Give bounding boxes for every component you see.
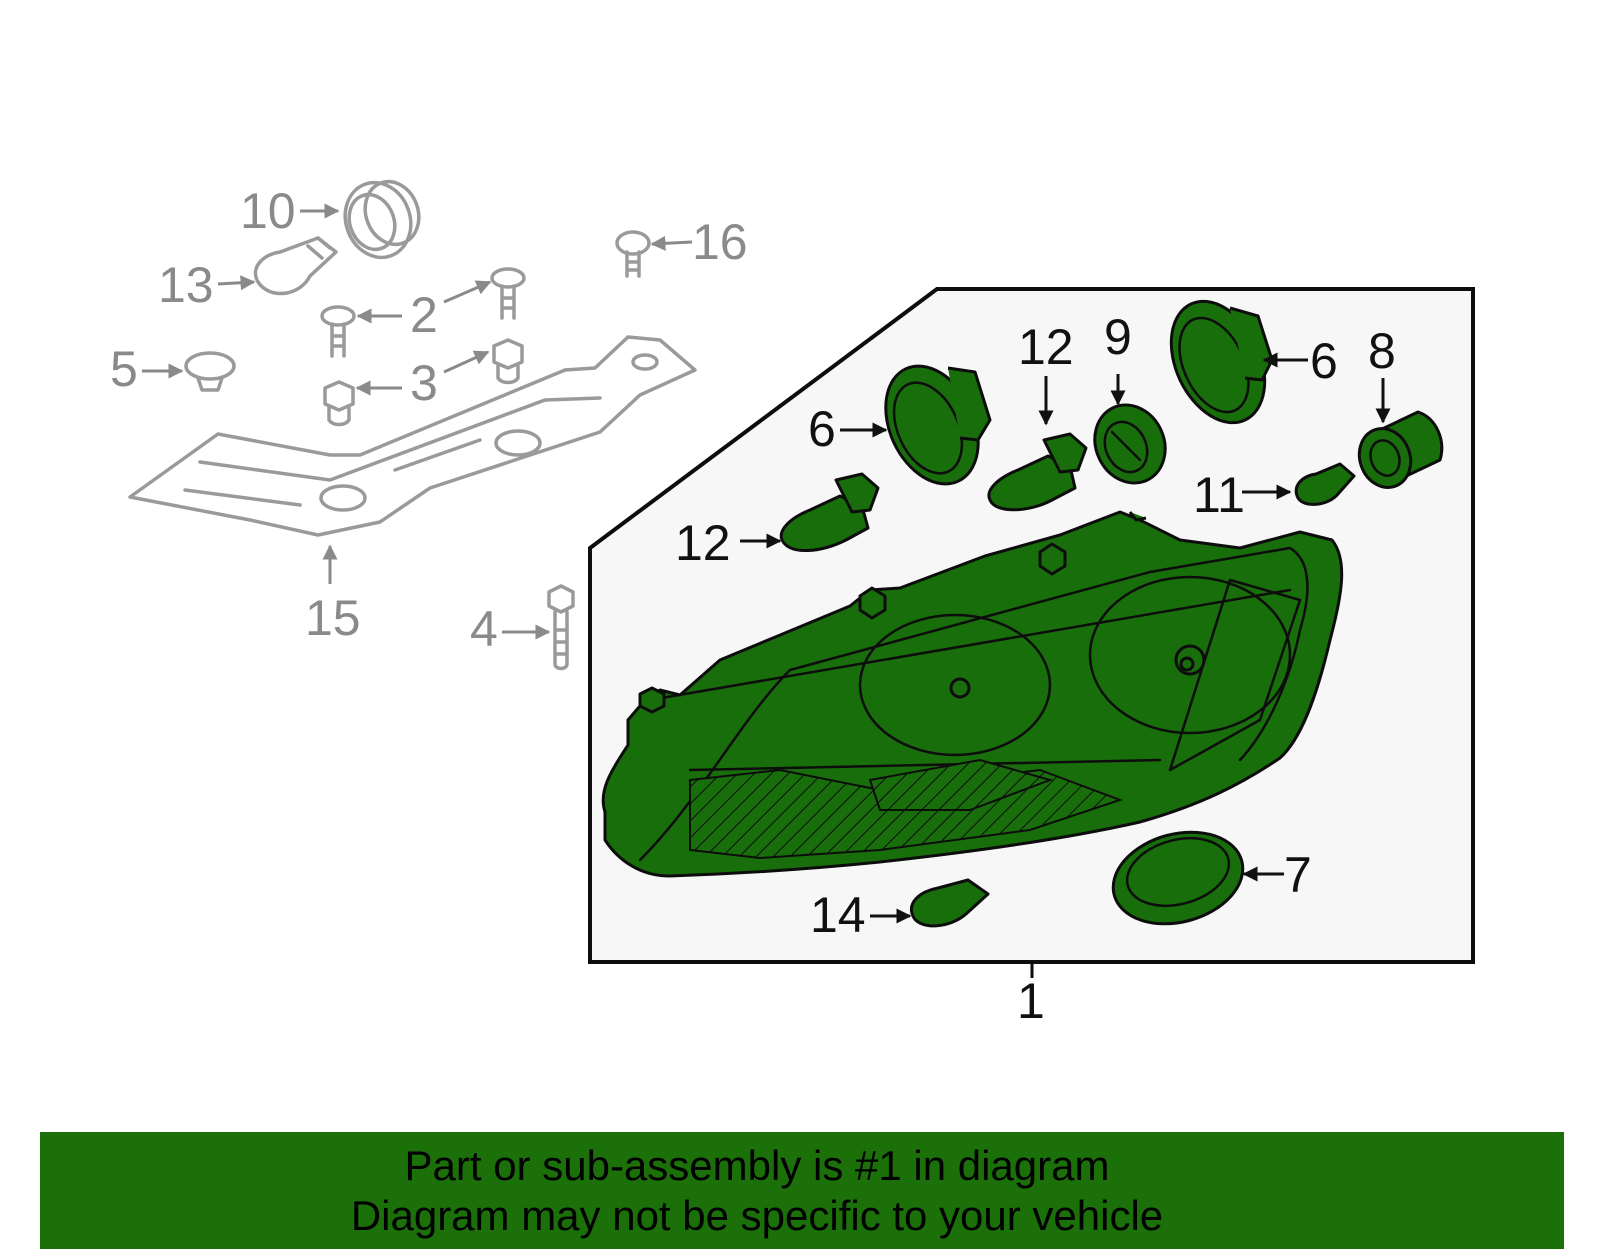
- nut-3-part: [323, 338, 524, 427]
- wedge-bulb-part: [253, 236, 338, 296]
- callout-16: 16: [692, 214, 748, 270]
- bolt-4-part: [547, 584, 575, 671]
- callout-11: 11: [1193, 467, 1245, 523]
- wedge-bulb-11-part: [1294, 462, 1356, 506]
- callout-2-arrow-a: [443, 280, 492, 304]
- callout-14: 14: [810, 887, 866, 943]
- callout-13: 13: [158, 257, 214, 313]
- callout-4: 4: [470, 601, 498, 657]
- grommet-ring-part: [343, 179, 421, 260]
- callout-1: 1: [1017, 973, 1045, 1029]
- banner-line-1: Part or sub-assembly is #1 in diagram: [404, 1141, 1110, 1189]
- clip-5-part: [184, 351, 236, 392]
- halogen-bulb-12-right-part: [987, 432, 1088, 512]
- banner-line-2: Diagram may not be specific to your vehi…: [350, 1191, 1164, 1239]
- wedge-bulb-14-part: [910, 878, 990, 928]
- screw-2-part: [320, 267, 526, 358]
- callout-5: 5: [110, 341, 138, 397]
- callout-3: 3: [410, 355, 438, 411]
- callout-8: 8: [1368, 323, 1396, 379]
- bulb-socket-8-part: [1357, 410, 1444, 489]
- bulb-socket-9-part: [1093, 403, 1167, 485]
- callout-13-arrow: [217, 275, 256, 291]
- info-banner: Part or sub-assembly is #1 in diagram Di…: [40, 1132, 1564, 1249]
- headlamp-assembly-part: [601, 510, 1344, 878]
- callout-12-left: 12: [675, 515, 731, 571]
- callout-6-left: 6: [808, 401, 836, 457]
- rear-cover-7-part: [1111, 830, 1245, 926]
- callout-10: 10: [240, 183, 296, 239]
- callout-16-arrow: [650, 235, 693, 251]
- dust-cap-6-right-part: [1169, 299, 1274, 425]
- callout-6-right: 6: [1310, 333, 1338, 389]
- halogen-bulb-12-left-part: [779, 472, 880, 553]
- callout-12-top: 12: [1018, 319, 1074, 375]
- callout-9: 9: [1104, 309, 1132, 365]
- screw-16-part: [615, 230, 651, 278]
- callout-3-arrow-a: [443, 350, 490, 374]
- mounting-bracket-part: [128, 335, 697, 537]
- callout-7: 7: [1284, 847, 1312, 903]
- callout-2: 2: [410, 287, 438, 343]
- callout-15: 15: [305, 590, 361, 646]
- dust-cap-6-left-part: [884, 364, 992, 486]
